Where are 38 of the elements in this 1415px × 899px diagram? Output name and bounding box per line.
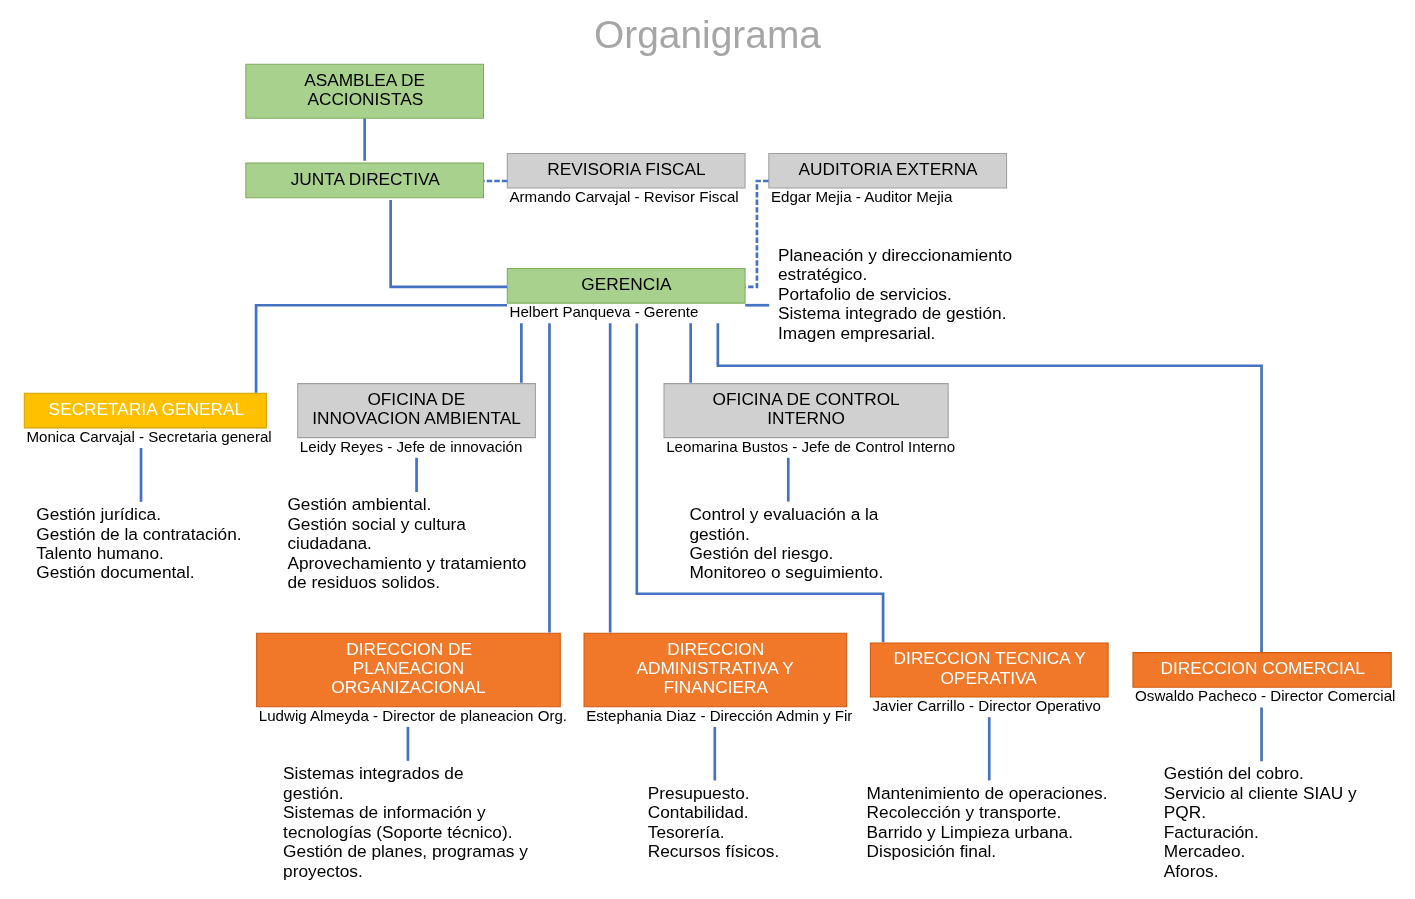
connector <box>987 717 991 781</box>
connector <box>363 118 367 161</box>
node-text: Gestión jurídica. Gestión de la contratación. Talento humano. Gestión documental. <box>36 504 242 583</box>
node-text: Planeación y direccionamiento estratégico. Portafolio de servicios. Sistema integrado de gestión. Imagen empresarial. <box>778 244 1013 343</box>
node-label: Helbert Panqueva - Gerente <box>509 303 699 321</box>
connector <box>548 323 551 633</box>
connector <box>406 726 410 761</box>
node-text: Sistemas integrados de gestión. Sistemas de información y tecnologías (Soporte técnico). Gestión de planes, programas y proyectos. <box>283 763 528 881</box>
diagram-title: Organigrama <box>594 12 821 56</box>
connector <box>1260 707 1263 762</box>
connector <box>689 323 692 383</box>
connector <box>483 179 508 183</box>
node-label: Ludwig Almeyda - Director de planeacion Org. <box>258 706 568 724</box>
node-text: Mantenimiento de operaciones. Recolección y transporte. Barrido y Limpieza urbana. Disposición final. <box>866 782 1108 862</box>
node-label: Leidy Reyes - Jefe de innovación <box>299 437 523 455</box>
connector <box>389 199 508 289</box>
connector <box>716 323 1263 653</box>
connector <box>745 179 769 289</box>
node-text: Presupuesto. Contabilidad. Tesorería. Recursos físicos. <box>647 782 780 862</box>
connector <box>608 323 612 633</box>
connector <box>635 323 885 643</box>
node-label: Leomarina Bustos - Jefe de Control Interno <box>666 437 956 455</box>
node-label: Oswaldo Pacheco - Director Comercial <box>1135 687 1396 705</box>
node-label: Monica Carvajal - Secretaria general <box>26 428 272 446</box>
connector <box>745 303 770 307</box>
connector <box>254 303 508 393</box>
connector <box>786 457 790 502</box>
connector <box>713 726 717 781</box>
node-label: Estephania Diaz - Dirección Admin y Fir <box>586 706 853 724</box>
node-label: Armando Carvajal - Revisor Fiscal <box>509 188 739 206</box>
connector <box>520 323 523 383</box>
node-label: Javier Carrillo - Director Operativo <box>872 697 1101 715</box>
node-text: Gestión ambiental. Gestión social y cultura ciudadana. Aprovechamiento y tratamiento de residuos solidos. <box>287 494 527 593</box>
node-text: Control y evaluación a la gestión. Gestión del riesgo. Monitoreo o seguimiento. <box>689 504 884 583</box>
node-label: Edgar Mejia - Auditor Mejia <box>770 188 953 206</box>
connector <box>139 448 143 502</box>
connector <box>415 457 418 492</box>
node-text: Gestión del cobro. Servicio al cliente SIAU y PQR. Facturación. Mercadeo. Aforos. <box>1163 763 1357 881</box>
